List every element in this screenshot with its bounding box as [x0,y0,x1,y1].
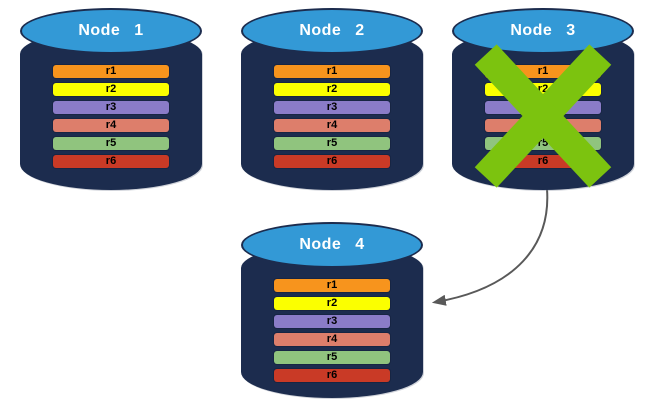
record-bar-r4: r4 [274,333,390,346]
cylinder-top: Node 1 [20,8,202,54]
node-4: Node 4 r1 r2 r3 r4 r5 r6 [241,222,423,398]
record-bar-r6: r6 [274,369,390,382]
records-stack: r1 r2 r3 r4 r5 r6 [53,65,169,168]
record-bar-r4: r4 [274,119,390,132]
record-bar-r1: r1 [274,279,390,292]
node-3: Node 3 r1 r2 r3 r4 r5 r6 [452,8,634,190]
node-label: Node 2 [299,22,365,39]
record-bar-r1: r1 [53,65,169,78]
record-bar-r3: r3 [53,101,169,114]
record-bar-r2: r2 [274,83,390,96]
record-bar-r6: r6 [53,155,169,168]
cylinder-top: Node 2 [241,8,423,54]
node-label: Node 3 [510,22,576,39]
record-bar-r4: r4 [53,119,169,132]
node-label: Node 4 [299,236,365,253]
cylinder-top: Node 4 [241,222,423,268]
record-bar-r3: r3 [274,315,390,328]
node-1: Node 1 r1 r2 r3 r4 r5 r6 [20,8,202,190]
record-bar-r2: r2 [53,83,169,96]
records-stack: r1 r2 r3 r4 r5 r6 [274,279,390,382]
record-bar-r5: r5 [53,137,169,150]
record-bar-r2: r2 [274,297,390,310]
failure-x-icon [452,8,634,190]
cylinder-top: Node 3 [452,8,634,54]
node-label: Node 1 [78,22,144,39]
record-bar-r1: r1 [274,65,390,78]
record-bar-r5: r5 [274,137,390,150]
node-2: Node 2 r1 r2 r3 r4 r5 r6 [241,8,423,190]
record-bar-r6: r6 [274,155,390,168]
records-stack: r1 r2 r3 r4 r5 r6 [274,65,390,168]
record-bar-r3: r3 [274,101,390,114]
record-bar-r5: r5 [274,351,390,364]
